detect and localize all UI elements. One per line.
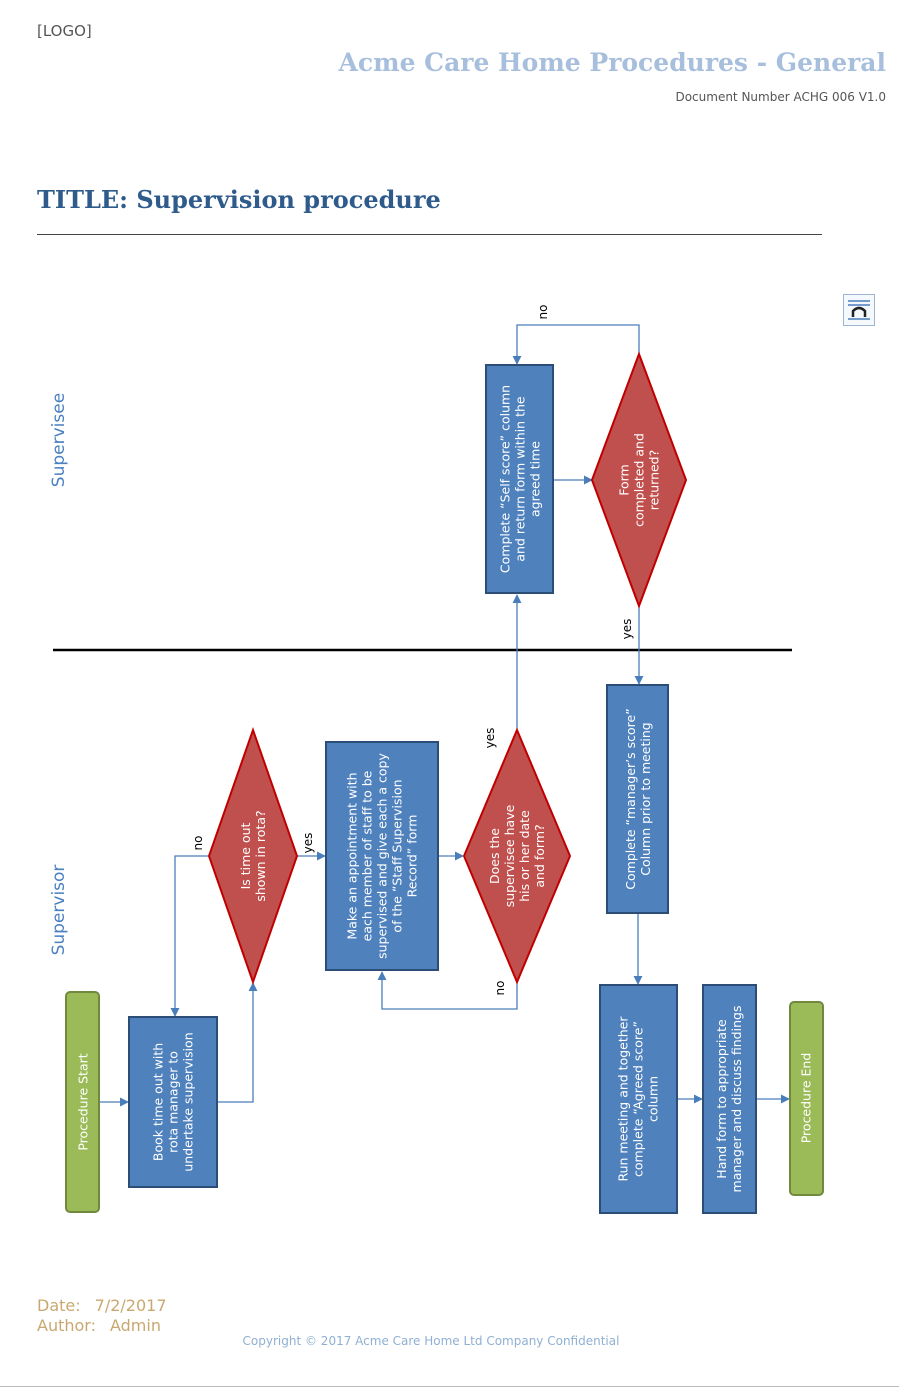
label-book-time: Book time out withrota manager tounderta… <box>151 1032 196 1171</box>
label-appointment: Make an appointment witheach member of s… <box>345 753 420 959</box>
process-managers-score <box>606 684 669 914</box>
label-line: his or her date <box>517 810 532 902</box>
label-line: each member of staff to be <box>360 770 375 941</box>
label-line: Procedure End <box>799 1053 814 1144</box>
author-label: Author: <box>37 1316 96 1335</box>
edge-label-rota-no: no <box>191 836 205 851</box>
terminal-start <box>65 991 100 1213</box>
page-title: TITLE: Supervision procedure <box>37 185 441 214</box>
author-value: Admin <box>109 1316 161 1335</box>
date-value: 7/2/2017 <box>94 1296 167 1315</box>
company-title: Acme Care Home Procedures - General <box>338 48 887 77</box>
label-line: supervised and give each a copy <box>375 753 390 959</box>
process-hand-form <box>702 984 757 1214</box>
label-hand-form: Hand form to appropriatemanager and disc… <box>714 1006 744 1193</box>
label-line: Make an appointment with <box>345 772 360 939</box>
label-start: Procedure Start <box>76 1053 91 1150</box>
label-line: Hand form to appropriate <box>714 1019 729 1179</box>
label-line: returned? <box>647 450 662 510</box>
label-line: Complete “manager’s score” <box>623 708 638 889</box>
process-book-time <box>128 1016 218 1188</box>
terminal-end <box>789 1001 824 1196</box>
edge-returned-no <box>512 324 640 365</box>
process-self-score <box>485 364 554 594</box>
decision-rota-check <box>207 726 299 986</box>
footer-divider <box>0 1386 899 1387</box>
edge-label-returned-no: no <box>536 305 550 320</box>
label-line: column <box>646 1076 661 1122</box>
label-line: supervisee have <box>502 804 517 907</box>
label-line: Is time out <box>238 822 253 889</box>
label-form-returned: Formcompleted andreturned? <box>617 433 662 527</box>
date-label: Date: <box>37 1296 81 1315</box>
label-line: Column prior to meeting <box>638 722 653 875</box>
label-line: Book time out with <box>151 1043 166 1161</box>
layout-options-glyph <box>848 300 870 320</box>
decision-has-form <box>462 727 572 985</box>
label-line: Form <box>617 464 632 496</box>
label-line: of the “Staff Supervision <box>390 779 405 932</box>
edge-book-to-rota-check <box>217 982 258 1103</box>
edge-label-rota-yes: yes <box>301 833 315 854</box>
document-number: Document Number ACHG 006 V1.0 <box>675 90 886 104</box>
label-has-form: Does thesupervisee havehis or her datean… <box>487 804 547 907</box>
label-line: agreed time <box>528 441 543 517</box>
lane-label-supervisor: Supervisor <box>49 865 69 956</box>
label-line: manager and discuss findings <box>729 1006 744 1193</box>
label-line: shown in rota? <box>253 810 268 901</box>
label-line: Complete “Self score” column <box>498 385 513 573</box>
edge-label-form-no: no <box>493 981 507 996</box>
footer-author: Author: Admin <box>37 1316 161 1335</box>
label-line: undertake supervision <box>181 1032 196 1171</box>
process-appointment <box>325 741 439 971</box>
logo-placeholder: [LOGO] <box>37 22 92 40</box>
label-rota-check: Is time outshown in rota? <box>238 810 268 901</box>
decision-form-returned <box>590 351 688 609</box>
label-end: Procedure End <box>799 1053 814 1144</box>
label-line: Record” form <box>405 815 420 898</box>
label-self-score: Complete “Self score” columnand return f… <box>498 385 543 573</box>
edge-label-returned-yes: yes <box>620 619 634 640</box>
copyright-notice: Copyright © 2017 Acme Care Home Ltd Comp… <box>242 1334 620 1348</box>
title-divider <box>37 234 822 235</box>
label-line: Does the <box>487 828 502 884</box>
layout-options-icon[interactable] <box>843 294 875 326</box>
edge-form-no <box>377 971 518 1010</box>
label-line: and form? <box>532 824 547 887</box>
footer-date: Date: 7/2/2017 <box>37 1296 167 1315</box>
label-run-meeting: Run meeting and togethercomplete “Agreed… <box>616 1016 661 1182</box>
edge-rota-no <box>170 855 209 1017</box>
lane-label-supervisee: Supervisee <box>49 393 69 487</box>
label-line: and return form within the <box>513 396 528 562</box>
label-line: complete “Agreed score” <box>631 1021 646 1177</box>
label-line: rota manager to <box>166 1051 181 1153</box>
label-managers-score: Complete “manager’s score”Column prior t… <box>623 708 653 889</box>
label-line: Run meeting and together <box>616 1016 631 1182</box>
edge-label-form-yes: yes <box>483 728 497 749</box>
label-line: Procedure Start <box>76 1053 91 1150</box>
process-run-meeting <box>599 984 678 1214</box>
label-line: completed and <box>632 433 647 527</box>
